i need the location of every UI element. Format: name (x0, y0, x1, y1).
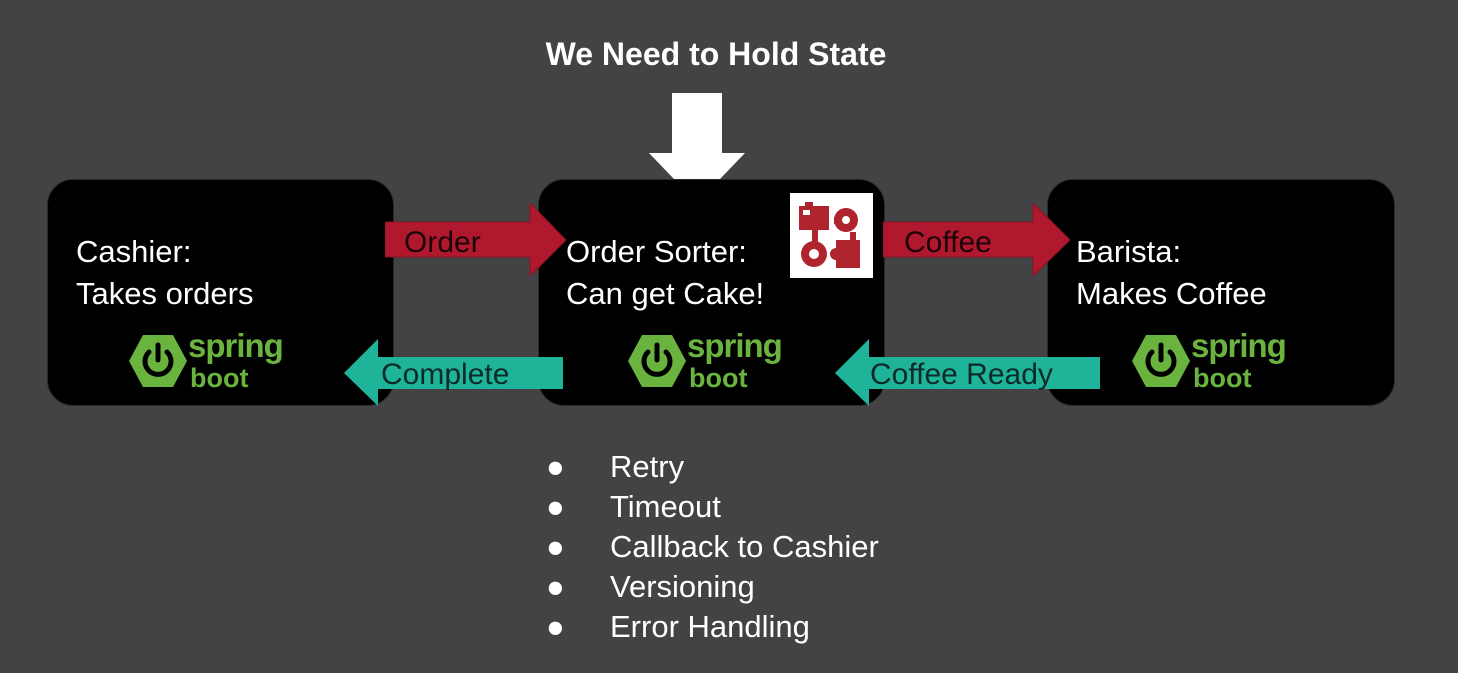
sorter-name: Order Sorter: (566, 234, 747, 269)
cashier-service-box (47, 179, 394, 406)
barista-label: Barista: Makes Coffee (1076, 231, 1267, 315)
coffee-arrow-label: Coffee (904, 226, 992, 259)
barista-name: Barista: (1076, 234, 1182, 269)
list-item: ● Retry (546, 447, 879, 487)
bullet-icon: ● (546, 489, 565, 524)
spring-power-icon (628, 335, 686, 387)
order-arrow-label: Order (404, 226, 481, 259)
list-item-text: Versioning (610, 569, 755, 604)
spring-word: spring (188, 327, 284, 364)
spring-power-icon (1132, 335, 1190, 387)
state-machine-logo (790, 193, 873, 278)
coffee-ready-arrow (835, 339, 1100, 406)
list-item: ● Error Handling (546, 607, 879, 647)
concerns-list: ● Retry ● Timeout ● Callback to Cashier ● Ve… (546, 447, 879, 647)
boot-word: boot (190, 363, 249, 393)
list-item-text: Retry (610, 449, 685, 484)
spring-boot-logo: spring boot (627, 327, 797, 393)
order-arrow (385, 203, 567, 277)
slide-title: We Need to Hold State (545, 36, 887, 72)
complete-arrow (344, 339, 563, 406)
bullet-icon: ● (546, 449, 565, 484)
spring-boot-logo: spring boot (1131, 327, 1301, 393)
list-item: ● Versioning (546, 567, 879, 607)
boot-word: boot (1193, 363, 1252, 393)
boot-word: boot (689, 363, 748, 393)
state-machine-icon (799, 202, 860, 268)
bullet-icon: ● (546, 609, 565, 644)
coffee-arrow (883, 203, 1071, 277)
spring-power-icon (129, 335, 187, 387)
spring-word: spring (687, 327, 783, 364)
list-item: ● Callback to Cashier (546, 527, 879, 567)
list-item-text: Callback to Cashier (610, 529, 879, 564)
down-arrow-icon (649, 93, 745, 203)
coffee-ready-arrow-label: Coffee Ready (870, 358, 1053, 391)
complete-arrow-label: Complete (381, 358, 510, 391)
sorter-description: Can get Cake! (566, 276, 765, 311)
barista-description: Makes Coffee (1076, 276, 1267, 311)
spring-word: spring (1191, 327, 1287, 364)
list-item-text: Timeout (610, 489, 721, 524)
bullet-icon: ● (546, 529, 565, 564)
list-item-text: Error Handling (610, 609, 810, 644)
list-item: ● Timeout (546, 487, 879, 527)
cashier-name: Cashier: (76, 234, 192, 269)
bullet-icon: ● (546, 569, 565, 604)
spring-boot-logo: spring boot (128, 327, 298, 393)
cashier-description: Takes orders (76, 276, 254, 311)
cashier-label: Cashier: Takes orders (76, 231, 253, 315)
sorter-label: Order Sorter: Can get Cake! (566, 231, 764, 315)
barista-service-box (1047, 179, 1395, 406)
